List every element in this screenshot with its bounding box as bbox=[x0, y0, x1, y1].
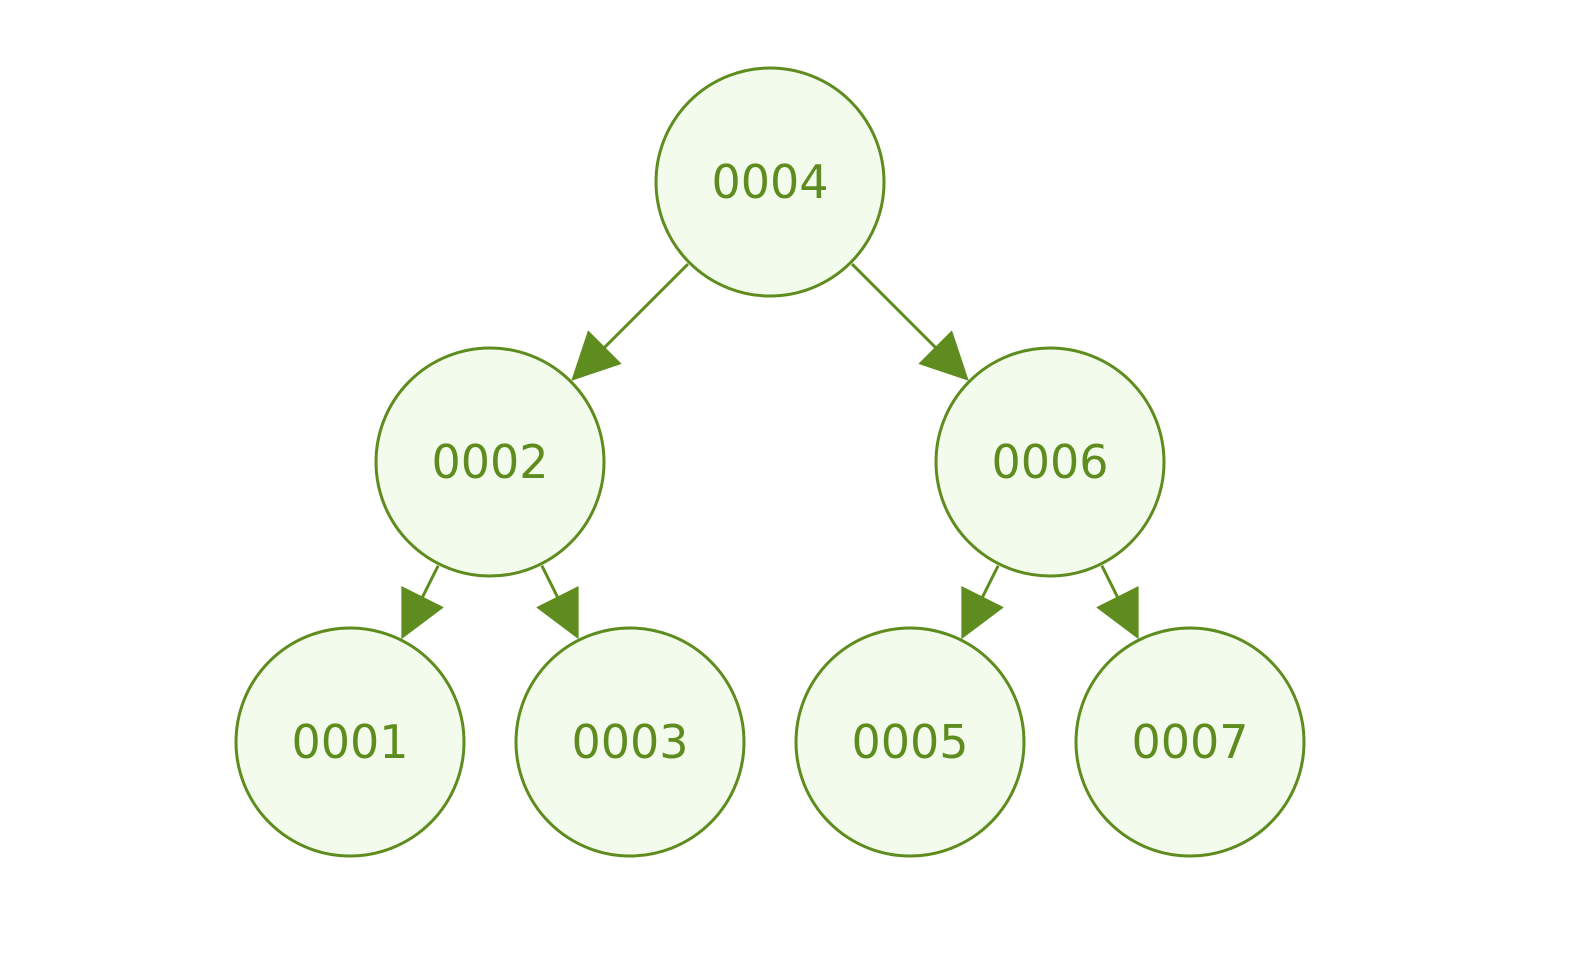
node-label: 0001 bbox=[291, 715, 408, 769]
arrowhead-icon bbox=[401, 586, 444, 639]
edge-0004-to-0006 bbox=[850, 262, 969, 381]
edge-0006-to-0007 bbox=[1096, 565, 1139, 639]
node-circle bbox=[654, 66, 886, 298]
edge-line bbox=[850, 262, 938, 350]
tree-node-0005: 0005 bbox=[794, 626, 1026, 858]
edge-0002-to-0001 bbox=[401, 565, 444, 639]
tree-node-0007: 0007 bbox=[1074, 626, 1306, 858]
node-label: 0007 bbox=[1131, 715, 1248, 769]
node-circle bbox=[934, 346, 1166, 578]
edge-line bbox=[602, 262, 690, 350]
edge-0004-to-0002 bbox=[571, 262, 690, 381]
node-circle bbox=[234, 626, 466, 858]
edge-line bbox=[1100, 565, 1120, 600]
arrowhead-icon bbox=[918, 330, 969, 381]
tree-node-0003: 0003 bbox=[514, 626, 746, 858]
edges-layer bbox=[401, 262, 1139, 639]
node-circle bbox=[1074, 626, 1306, 858]
edge-line bbox=[540, 565, 560, 600]
edge-0002-to-0003 bbox=[536, 565, 579, 639]
node-circle bbox=[374, 346, 606, 578]
tree-node-0004: 0004 bbox=[654, 66, 886, 298]
node-label: 0002 bbox=[431, 435, 548, 489]
node-label: 0006 bbox=[991, 435, 1108, 489]
tree-node-0006: 0006 bbox=[934, 346, 1166, 578]
arrowhead-icon bbox=[961, 586, 1004, 639]
edge-line bbox=[980, 565, 1000, 600]
arrowhead-icon bbox=[536, 586, 579, 639]
tree-node-0001: 0001 bbox=[234, 626, 466, 858]
node-label: 0005 bbox=[851, 715, 968, 769]
node-circle bbox=[514, 626, 746, 858]
edge-line bbox=[420, 565, 440, 600]
nodes-layer: 0004 0002 0006 0001 0003 0005 0007 bbox=[234, 66, 1306, 858]
edge-0006-to-0005 bbox=[961, 565, 1004, 639]
tree-node-0002: 0002 bbox=[374, 346, 606, 578]
arrowhead-icon bbox=[1096, 586, 1139, 639]
node-circle bbox=[794, 626, 1026, 858]
node-label: 0004 bbox=[711, 155, 828, 209]
node-label: 0003 bbox=[571, 715, 688, 769]
arrowhead-icon bbox=[571, 330, 622, 381]
